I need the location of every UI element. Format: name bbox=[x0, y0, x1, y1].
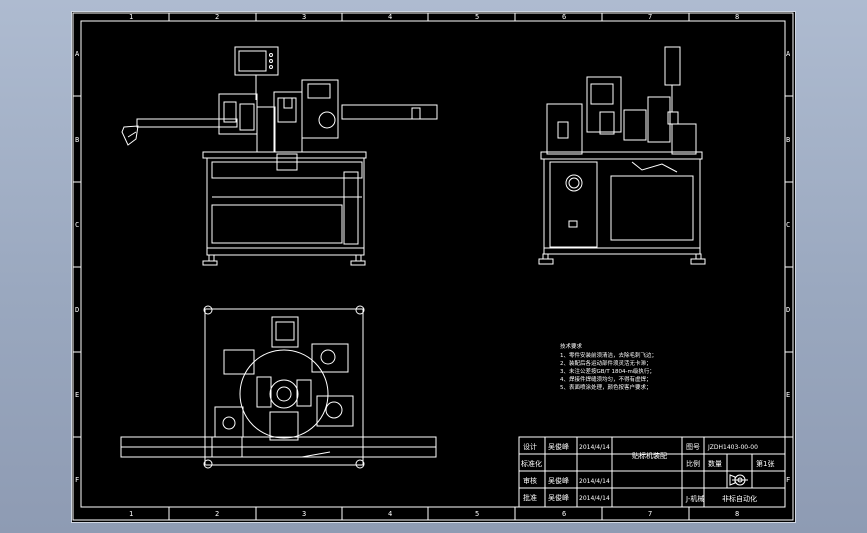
tb-role-review: 审核 bbox=[523, 476, 537, 485]
tb-company: J-机械 bbox=[685, 494, 704, 503]
zone-row-c: C bbox=[75, 221, 79, 229]
cad-drawing: 1 2 3 4 5 6 7 8 1 2 3 4 5 6 7 8 A B C D … bbox=[72, 12, 794, 521]
zone-row-b: B bbox=[75, 136, 79, 144]
drawing-sheet: 1 2 3 4 5 6 7 8 1 2 3 4 5 6 7 8 A B C D … bbox=[71, 11, 796, 523]
zone-row-a: A bbox=[75, 50, 80, 58]
zone-col-6: 6 bbox=[562, 13, 566, 21]
zone-col-2: 2 bbox=[215, 13, 219, 21]
tech-note-3: 3、未注公差按GB/T 1804-m级执行； bbox=[560, 367, 655, 375]
tech-notes: 技术要求 1、零件安装前须清洁，去除毛刺飞边； 2、装配后各运动部件须灵活无卡滞… bbox=[560, 342, 657, 391]
tech-note-5: 5、表面喷涂处理，颜色按客户要求； bbox=[560, 383, 652, 391]
zone-col-8-b: 8 bbox=[735, 510, 739, 518]
projection-symbol-icon bbox=[729, 474, 748, 486]
top-view bbox=[120, 305, 437, 469]
zone-ticks bbox=[73, 13, 793, 520]
zone-col-3-b: 3 bbox=[302, 510, 306, 518]
tb-date-design: 2014/4/14 bbox=[579, 444, 610, 451]
tb-sheet-label: 第1张 bbox=[756, 459, 774, 468]
zone-row-a-r: A bbox=[786, 50, 791, 58]
tb-scale-label: 比例 bbox=[686, 459, 700, 468]
zone-col-5-b: 5 bbox=[475, 510, 479, 518]
tb-drawing-name: 贴标机装配 bbox=[632, 451, 667, 460]
tb-qty-label: 数量 bbox=[708, 459, 722, 468]
tb-date-approve: 2014/4/14 bbox=[579, 495, 610, 502]
front-view bbox=[121, 46, 438, 266]
zone-row-d: D bbox=[75, 306, 79, 314]
tb-name-design: 吴俊峰 bbox=[548, 442, 569, 451]
zone-labels-top: 1 2 3 4 5 6 7 8 bbox=[129, 13, 739, 21]
tb-role-standard: 标准化 bbox=[521, 459, 542, 468]
tb-date-review: 2014/4/14 bbox=[579, 478, 610, 485]
zone-col-6-b: 6 bbox=[562, 510, 566, 518]
side-view bbox=[538, 46, 706, 265]
tech-notes-title: 技术要求 bbox=[560, 342, 583, 350]
zone-row-e: E bbox=[75, 391, 79, 399]
title-block: 设计 吴俊峰 2014/4/14 贴标机装配 图号 JZDH1403-00-00… bbox=[518, 436, 786, 508]
zone-col-4: 4 bbox=[388, 13, 392, 21]
tech-note-2: 2、装配后各运动部件须灵活无卡滞； bbox=[560, 359, 652, 367]
tb-number-label: 图号 bbox=[686, 443, 700, 451]
zone-labels-left: A B C D E F bbox=[75, 50, 80, 484]
outer-border bbox=[72, 12, 794, 521]
zone-col-8: 8 bbox=[735, 13, 739, 21]
zone-col-7-b: 7 bbox=[648, 510, 652, 518]
tech-note-4: 4、焊接件焊缝须均匀，不得有虚焊； bbox=[560, 375, 652, 383]
inner-border bbox=[80, 20, 786, 508]
zone-row-c-r: C bbox=[786, 221, 790, 229]
zone-row-f-r: F bbox=[786, 476, 790, 484]
zone-col-1: 1 bbox=[129, 13, 133, 21]
zone-col-4-b: 4 bbox=[388, 510, 392, 518]
zone-col-1-b: 1 bbox=[129, 510, 133, 518]
tb-number-value: JZDH1403-00-00 bbox=[707, 444, 758, 451]
tech-note-1: 1、零件安装前须清洁，去除毛刺飞边； bbox=[560, 351, 657, 359]
zone-row-b-r: B bbox=[786, 136, 790, 144]
zone-row-f: F bbox=[75, 476, 79, 484]
tb-company-sub: 非标自动化 bbox=[722, 494, 757, 503]
zone-col-3: 3 bbox=[302, 13, 306, 21]
zone-col-2-b: 2 bbox=[215, 510, 219, 518]
zone-labels-right: A B C D E F bbox=[786, 50, 791, 484]
zone-labels-bottom: 1 2 3 4 5 6 7 8 bbox=[129, 510, 739, 518]
tb-name-review: 吴俊峰 bbox=[548, 476, 569, 485]
tb-role-design: 设计 bbox=[523, 442, 537, 451]
zone-col-5: 5 bbox=[475, 13, 479, 21]
tb-name-approve: 吴俊峰 bbox=[548, 493, 569, 502]
zone-col-7: 7 bbox=[648, 13, 652, 21]
zone-row-d-r: D bbox=[786, 306, 790, 314]
tb-role-approve: 批准 bbox=[523, 493, 537, 502]
zone-row-e-r: E bbox=[786, 391, 790, 399]
